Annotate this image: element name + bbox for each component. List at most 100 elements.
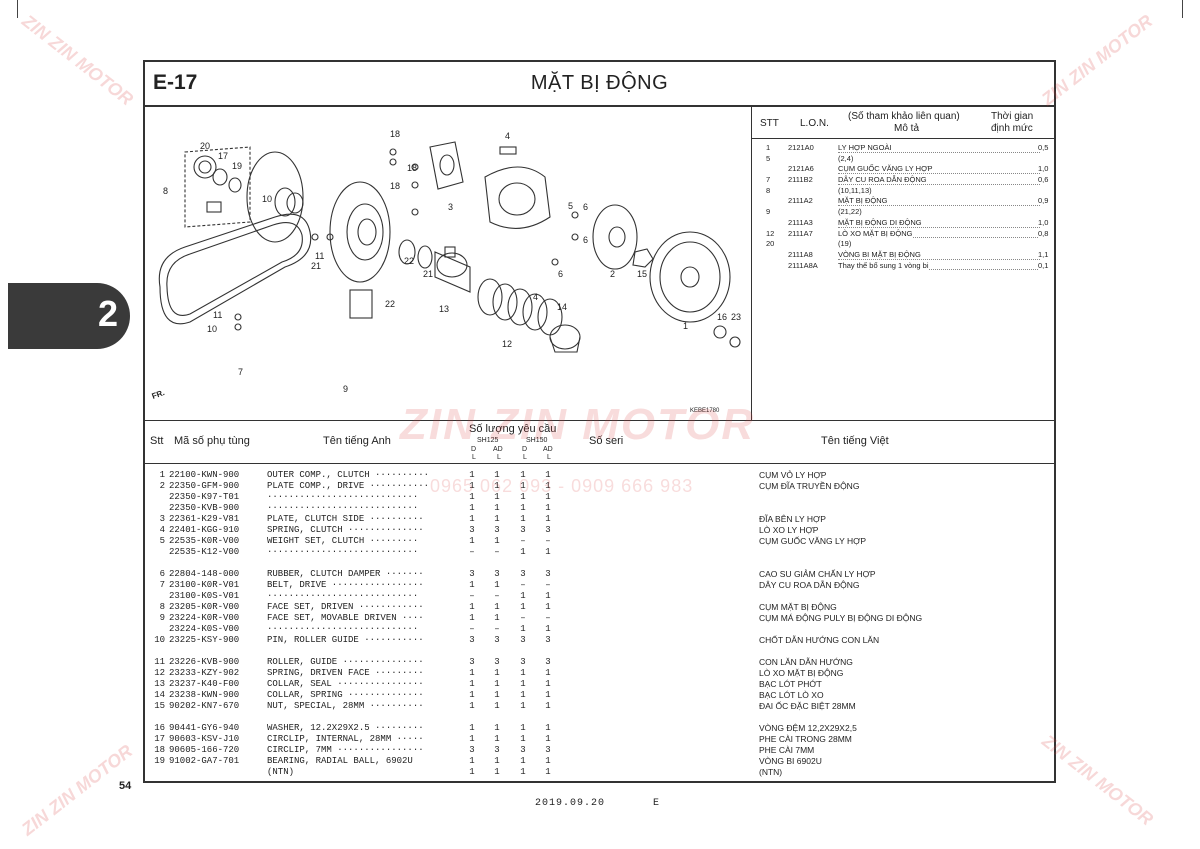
part-number: 22350-K97-T01: [169, 492, 240, 502]
part-qty: 1: [545, 767, 551, 777]
part-qty: 3: [494, 569, 500, 579]
parts-row: 22535-K12-V00 ··························…: [145, 547, 1054, 558]
part-qty: 1: [469, 756, 475, 766]
label-18a: 18: [390, 129, 400, 139]
label-11a: 11: [315, 251, 324, 261]
part-qty: 3: [494, 745, 500, 755]
part-qty: 1: [469, 734, 475, 744]
ref-header-time1: Thời gian: [991, 111, 1034, 122]
part-qty: 1: [494, 602, 500, 612]
part-qty: 1: [520, 514, 526, 524]
part-qty: 1: [494, 580, 500, 590]
part-qty: 3: [545, 635, 551, 645]
part-qty: 1: [545, 547, 551, 557]
ref-time: 0,9: [1038, 196, 1049, 206]
part-qty: 3: [469, 745, 475, 755]
part-en-name: OUTER COMP., CLUTCH ··········: [267, 470, 430, 480]
part-qty: 1: [494, 470, 500, 480]
ref-stt: 20: [766, 239, 775, 249]
ref-stt: 12: [766, 228, 775, 238]
ref-time: 0,1: [1038, 260, 1049, 270]
ref-desc: LÒ XO MẶT BỊ ĐỘNG: [838, 228, 913, 238]
part-vn-name: CON LĂN DẪN HƯỚNG: [759, 657, 853, 667]
part-number: 22401-KGG-910: [169, 525, 240, 535]
part-qty: 3: [545, 657, 551, 667]
part-stt: 17: [154, 734, 165, 744]
part-en-name: CIRCLIP, INTERNAL, 28MM ·····: [267, 734, 424, 744]
ref-desc: LY HỢP NGOÀI: [838, 143, 892, 152]
part-en-name: PLATE, CLUTCH SIDE ··········: [267, 514, 424, 524]
col-part-no: Mã số phụ tùng: [174, 435, 250, 447]
part-qty: 3: [520, 635, 526, 645]
footer-letter: E: [653, 798, 660, 809]
reference-panel: STT L.O.N. (Số tham khảo liên quan) Mô t…: [752, 107, 1054, 420]
label-21b: 21: [423, 269, 433, 279]
part-vn-name: PHE CÀI 7MM: [759, 745, 815, 755]
part-vn-name: VÒNG ĐỆM 12,2X29X2,5: [759, 723, 857, 733]
ref-stt: 1: [766, 143, 771, 152]
part-qty: 1: [545, 734, 551, 744]
parts-row: 22350-KVB-900 ··························…: [145, 503, 1054, 514]
part-vn-name: CỤM MẶT BỊ ĐỘNG: [759, 602, 837, 612]
part-qty: 1: [494, 668, 500, 678]
ref-lon: 2111A8A: [788, 260, 818, 270]
crop-mark-top-right: [1182, 0, 1200, 18]
part-number: 90441-GY6-940: [169, 723, 240, 733]
part-qty: 1: [520, 547, 526, 557]
label-13: 13: [439, 304, 449, 314]
part-qty: 1: [469, 536, 475, 546]
part-stt: 13: [154, 679, 165, 689]
part-number: 90202-KN7-670: [169, 701, 240, 711]
part-vn-name: ĐAI ỐC ĐẶC BIỆT 28MM: [759, 701, 856, 711]
part-stt: 14: [154, 690, 165, 700]
part-qty: 1: [469, 503, 475, 513]
part-stt: 4: [159, 525, 165, 535]
part-en-name: BEARING, RADIAL BALL, 6902U: [267, 756, 413, 766]
label-23: 23: [731, 312, 741, 322]
ref-row: 9(21,22): [752, 207, 1054, 218]
part-vn-name: CỤM ĐĨA TRUYỀN ĐỘNG: [759, 481, 860, 491]
part-qty: 1: [545, 701, 551, 711]
exploded-diagram-drawing: 1 2 3 4 4 5 6 6 6 7 8 9 10 10 11 11 12 1…: [151, 129, 741, 414]
part-qty: 1: [469, 767, 475, 777]
part-qty: 1: [494, 701, 500, 711]
ref-desc: (2,4): [838, 153, 854, 163]
part-qty: 1: [469, 723, 475, 733]
parts-page-frame: E-17 MẶT BỊ ĐỘNG: [143, 60, 1056, 783]
part-vn-name: BẠC LÓT LÒ XO: [759, 690, 824, 700]
part-vn-name: PHE CÀI TRONG 28MM: [759, 734, 852, 744]
parts-row: [145, 712, 1054, 723]
part-qty: 3: [520, 657, 526, 667]
part-qty: 1: [545, 723, 551, 733]
part-qty: 3: [545, 745, 551, 755]
part-qty: –: [494, 591, 500, 601]
ref-lon: 2111B2: [788, 175, 813, 185]
part-qty: 1: [520, 701, 526, 711]
ref-header-stt: STT: [760, 118, 779, 129]
part-qty: 1: [545, 492, 551, 502]
section-code: E-17: [153, 71, 198, 94]
label-6a: 6: [583, 202, 588, 212]
part-en-name: (NTN): [267, 767, 295, 777]
part-number: 22350-GFM-900: [169, 481, 240, 491]
ref-time: 1,1: [1038, 249, 1049, 259]
part-en-name: ····························: [267, 547, 419, 557]
part-en-name: COLLAR, SEAL ················: [267, 679, 424, 689]
part-en-name: NUT, SPECIAL, 28MM ··········: [267, 701, 424, 711]
col-stt: Stt: [150, 435, 164, 447]
part-qty: 1: [520, 503, 526, 513]
parts-row: 23100-K0S-V01 ··························…: [145, 591, 1054, 602]
label-6b: 6: [583, 235, 588, 245]
label-4a: 4: [505, 131, 510, 141]
part-number: 22361-K29-V81: [169, 514, 240, 524]
part-number: 23225-KSY-900: [169, 635, 240, 645]
part-vn-name: VÒNG BI 6902U: [759, 756, 822, 766]
part-qty: 1: [520, 602, 526, 612]
